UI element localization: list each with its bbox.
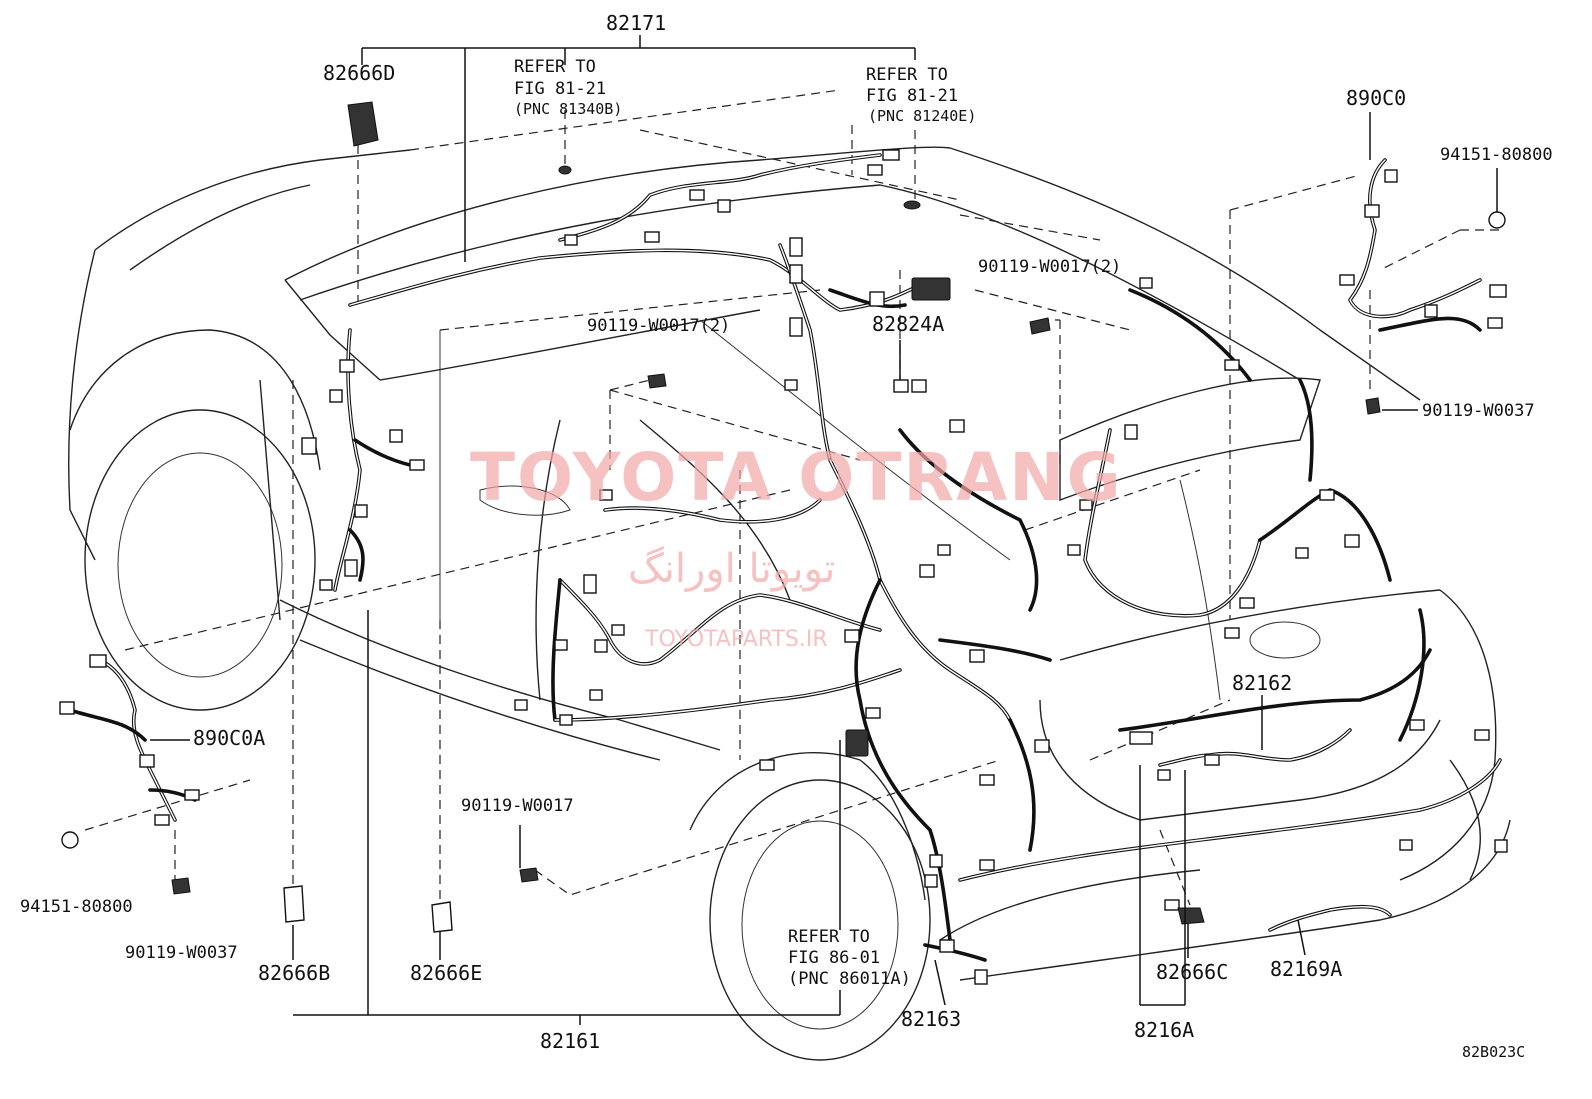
- label-82666B: 82666B: [258, 961, 330, 985]
- label-90119-W0017: 90119-W0017: [461, 796, 574, 816]
- watermark-arabic-text: تویوتا اورانگ: [628, 546, 835, 592]
- label-82666C: 82666C: [1156, 960, 1228, 984]
- label-90119-W0017-2-right: 90119-W0017(2): [978, 257, 1121, 277]
- label-890C0: 890C0: [1346, 86, 1406, 110]
- diagram-code: 82B023C: [1462, 1043, 1525, 1061]
- clip-82666D: [347, 101, 379, 147]
- watermark-site-text: TOYOTAPARTS.IR: [644, 627, 828, 652]
- callout-leaders: [150, 35, 1498, 1025]
- label-82163: 82163: [901, 1007, 961, 1031]
- refer-note-b-line2: FIG 81-21: [866, 86, 958, 106]
- refer-note-a-line2: FIG 81-21: [514, 79, 606, 99]
- label-94151-80800-top: 94151-80800: [1440, 145, 1553, 165]
- refer-note-a-line3: (PNC 81340B): [514, 100, 622, 118]
- dashed-reference-lines: [84, 89, 1500, 906]
- part-labels: 82171 82666D REFER TO FIG 81-21 (PNC 813…: [20, 11, 1553, 1061]
- refer-note-b-line1: REFER TO: [866, 65, 948, 85]
- label-90119-W0037-right: 90119-W0037: [1422, 401, 1535, 421]
- refer-note-c-line1: REFER TO: [788, 927, 870, 947]
- refer-note-a-line1: REFER TO: [514, 57, 596, 77]
- label-82161: 82161: [540, 1029, 600, 1053]
- label-82666D: 82666D: [323, 61, 395, 85]
- label-890C0A: 890C0A: [193, 726, 265, 750]
- refer-note-c-line2: FIG 86-01: [788, 948, 880, 968]
- label-90119-W0037-left: 90119-W0037: [125, 943, 238, 963]
- refer-note-b-line3: (PNC 81240E): [868, 107, 976, 125]
- label-94151-80800-left: 94151-80800: [20, 897, 133, 917]
- label-8216A: 8216A: [1134, 1018, 1194, 1042]
- vehicle-body-outline: [68, 146, 1511, 1061]
- label-82666E: 82666E: [410, 961, 482, 985]
- label-82162: 82162: [1232, 671, 1292, 695]
- watermark: TOYOTA OTRANG تویوتا اورانگ TOYOTAPARTS.…: [470, 439, 1123, 652]
- watermark-main-text: TOYOTA OTRANG: [470, 439, 1123, 516]
- label-82824A: 82824A: [872, 312, 944, 336]
- label-82169A: 82169A: [1270, 957, 1342, 981]
- label-90119-W0017-2-left: 90119-W0017(2): [587, 316, 730, 336]
- refer-note-c-line3: (PNC 86011A): [788, 969, 911, 989]
- label-82171: 82171: [606, 11, 666, 35]
- connectors: [59, 101, 1508, 985]
